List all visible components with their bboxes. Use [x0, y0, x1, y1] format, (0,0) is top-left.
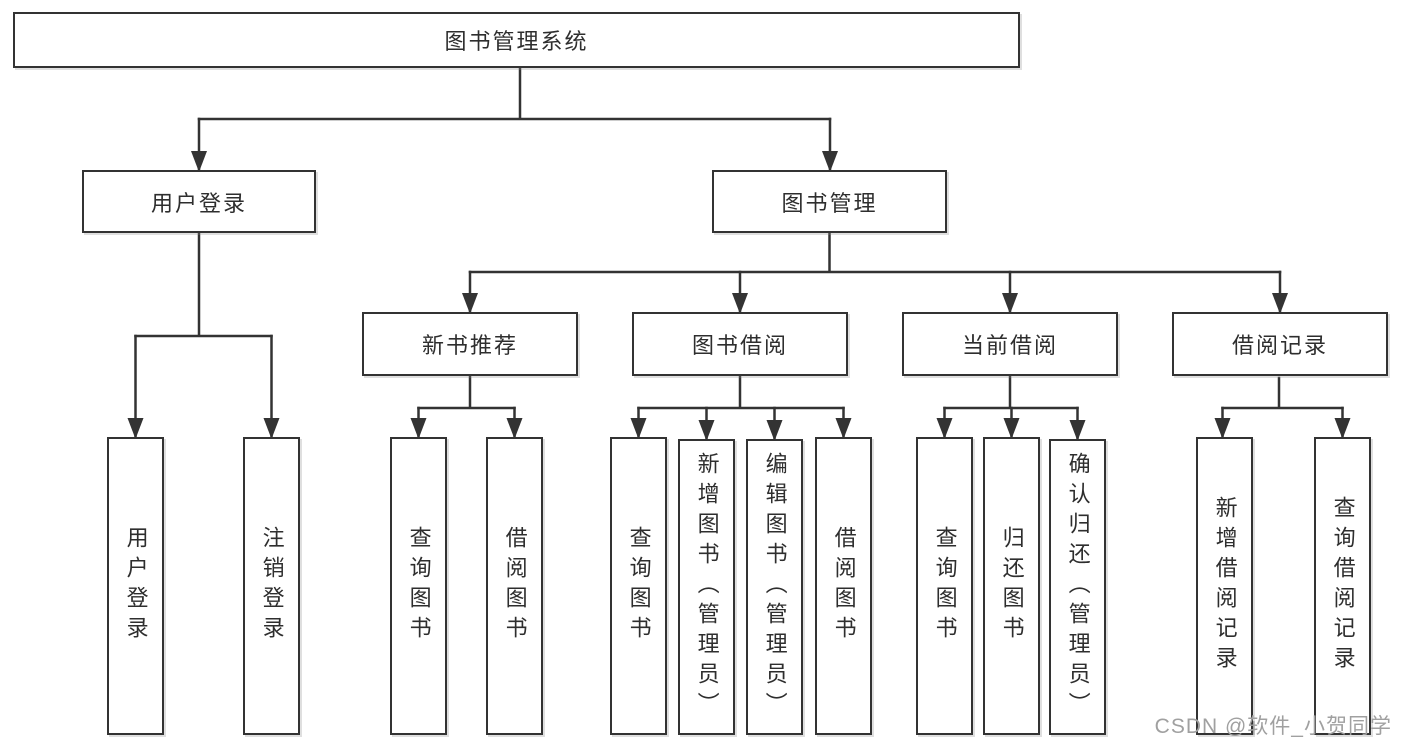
watermark: CSDN @软件_小贺同学	[1154, 715, 1392, 738]
leaf-query-borrow-record: 查询借阅记录	[1314, 437, 1371, 735]
leaf-borrow-books: 借阅图书	[815, 437, 872, 735]
node-book-management: 图书管理	[712, 170, 947, 233]
leaf-add-borrow-record: 新增借阅记录	[1196, 437, 1253, 735]
leaf-query-books: 查询图书	[916, 437, 973, 735]
node-book-borrowing: 图书借阅	[632, 312, 848, 376]
leaf-logout: 注销登录	[243, 437, 300, 735]
node-library-system: 图书管理系统	[13, 12, 1020, 68]
leaf-query-books: 查询图书	[610, 437, 667, 735]
node-new-book-recommendation: 新书推荐	[362, 312, 578, 376]
node-current-borrowing: 当前借阅	[902, 312, 1118, 376]
leaf-borrow-books: 借阅图书	[486, 437, 543, 735]
leaf-edit-book-admin: 编辑图书（管理员）	[746, 439, 803, 735]
leaf-user-login: 用户登录	[107, 437, 164, 735]
node-borrowing-records: 借阅记录	[1172, 312, 1388, 376]
leaf-confirm-return-admin: 确认归还（管理员）	[1049, 439, 1106, 735]
node-user-login: 用户登录	[82, 170, 316, 233]
leaf-return-books: 归还图书	[983, 437, 1040, 735]
leaf-query-books: 查询图书	[390, 437, 447, 735]
leaf-add-book-admin: 新增图书（管理员）	[678, 439, 735, 735]
